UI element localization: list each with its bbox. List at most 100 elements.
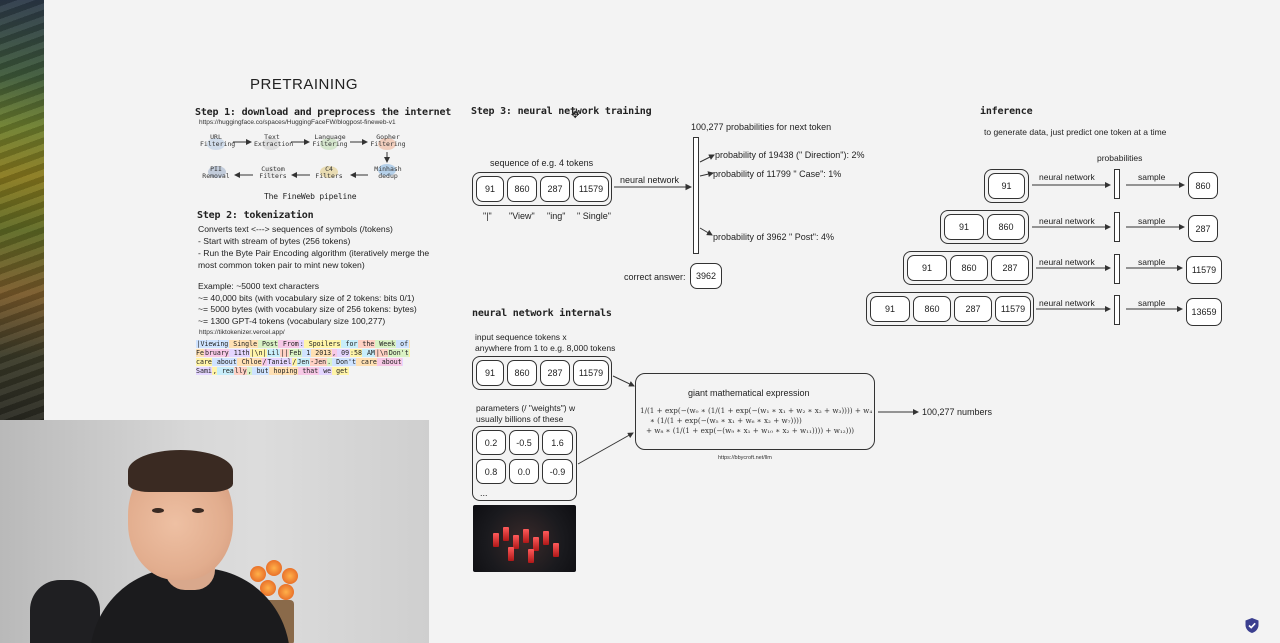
inference-nn-label: neural network — [1039, 298, 1095, 308]
internals-token-group — [472, 356, 612, 390]
nn-label: neural network — [620, 175, 680, 185]
example-line: ~= 40,000 bits (with vocabulary size of … — [198, 292, 415, 303]
weights-group — [472, 426, 577, 501]
token-segment: -Jen — [309, 358, 327, 366]
token-segment: 09 — [336, 349, 350, 357]
correct-answer-label: correct answer: — [624, 272, 686, 282]
inference-nn-label: neural network — [1039, 216, 1095, 226]
input-label-2: anywhere from 1 to e.g. 8,000 tokens — [475, 343, 616, 353]
token-segment: |\n — [375, 349, 389, 357]
gpu-chip-image — [473, 505, 576, 572]
step2-line: most common token pair to mint new token… — [198, 260, 365, 270]
internals-token: 11579 — [573, 360, 609, 386]
token-segment: rea — [217, 367, 235, 375]
weight-value: -0.5 — [509, 430, 539, 455]
token-segment: . — [326, 358, 332, 366]
fineweb-url: https://huggingface.co/spaces/HuggingFac… — [199, 119, 396, 126]
probabilities-title: 100,277 probabilities for next token — [691, 122, 832, 132]
inference-token: 860 — [913, 296, 951, 322]
token-segment: hoping — [269, 367, 298, 375]
token-segment: Single — [228, 340, 258, 348]
inference-prob-bar — [1114, 295, 1120, 325]
internals-heading: neural network internals — [472, 308, 612, 319]
inference-output-token: 13659 — [1186, 298, 1222, 326]
sequence-label: sequence of e.g. 4 tokens — [490, 158, 594, 168]
token-segment: :58 — [349, 349, 363, 357]
token-segment: about — [377, 358, 403, 366]
token-segment: Lil — [267, 349, 280, 357]
example-line: ~= 5000 bytes (with vocabulary size of 2… — [198, 304, 417, 314]
token-segment: 1 — [301, 349, 311, 357]
inference-sample-label: sample — [1138, 216, 1166, 226]
tiktokenizer-url: https://tiktokenizer.vercel.app/ — [199, 329, 285, 336]
step2-line: - Start with stream of bytes (256 tokens… — [198, 236, 351, 246]
weights-ellipsis: ... — [480, 488, 488, 498]
tokenized-text-sample: |Viewing Single Post From: Spoilers for … — [196, 340, 412, 376]
token-segment: the — [357, 340, 375, 348]
url-filter-icon — [207, 138, 225, 150]
cursor-move-icon: ✥ — [571, 110, 580, 121]
c4-filters-icon — [320, 166, 338, 178]
inference-sample-label: sample — [1138, 257, 1166, 267]
step2-line: - Run the Byte Pair Encoding algorithm (… — [198, 248, 430, 258]
token-string: "|" — [483, 211, 492, 221]
inference-token: 91 — [907, 255, 947, 281]
training-token: 11579 — [573, 176, 609, 202]
inference-sample-label: sample — [1138, 298, 1166, 308]
math-expression-line: 1/(1 + exp(−(w₀ ∗ (1/(1 + exp(−(w₁ ∗ x₁ … — [640, 406, 873, 415]
internals-token: 860 — [507, 360, 537, 386]
text-extraction-icon — [262, 138, 280, 150]
inference-token: 91 — [988, 173, 1025, 199]
token-segment: for — [341, 340, 358, 348]
inference-token: 860 — [950, 255, 988, 281]
inference-output-token: 11579 — [1186, 256, 1222, 284]
webcam-overlay — [0, 420, 429, 643]
token-segment: , — [212, 367, 218, 375]
params-label-2: usually billions of these — [476, 414, 564, 424]
inference-nn-label: neural network — [1039, 257, 1095, 267]
internals-arrows — [577, 375, 919, 465]
math-expression-line: + w₈ ∗ (1/(1 + exp(−(w₉ ∗ x₁ + w₁₀ ∗ x₂ … — [646, 426, 855, 435]
step1-heading: Step 1: download and preprocess the inte… — [195, 107, 452, 118]
probability-item: probability of 11799 " Case": 1% — [713, 169, 842, 179]
weight-value: 0.0 — [509, 459, 539, 484]
inference-output-token: 287 — [1188, 215, 1218, 242]
desktop-background-strip — [0, 0, 44, 420]
output-probability-bar — [693, 137, 699, 254]
token-segment: Feb — [288, 349, 302, 357]
language-filter-icon — [320, 138, 338, 150]
token-segment: : — [299, 340, 305, 348]
weight-value: -0.9 — [542, 459, 573, 484]
bbycroft-url: https://bbycroft.net/llm — [718, 455, 772, 461]
token-segment: but — [252, 367, 270, 375]
probability-item: probability of 3962 " Post": 4% — [713, 232, 834, 242]
training-token: 860 — [507, 176, 537, 202]
step2-example: Example: ~5000 text characters ~= 40,000… — [198, 281, 417, 327]
inference-token: 11579 — [995, 296, 1031, 322]
token-segment: Chloe — [237, 358, 263, 366]
token-segment: we — [318, 367, 332, 375]
pipeline-node-7: Custom Filters — [259, 165, 287, 180]
math-expression-line: ∗ (1/(1 + exp(−(w₅ ∗ x₁ + w₆ ∗ x₂ + w₇))… — [650, 416, 802, 425]
inference-row-1-group — [984, 169, 1029, 203]
inference-row-3-group — [903, 251, 1033, 285]
pipeline-arrows — [233, 139, 390, 178]
token-segment: care — [356, 358, 378, 366]
inference-prob-bar — [1114, 254, 1120, 284]
token-segment: , — [331, 349, 337, 357]
slide-title: PRETRAINING — [250, 76, 359, 93]
token-segment: || — [279, 349, 289, 357]
token-segment: / — [291, 358, 297, 366]
inference-heading: inference — [980, 106, 1033, 117]
inference-sample-label: sample — [1138, 172, 1166, 182]
token-segment: AM — [362, 349, 376, 357]
training-token-group — [472, 172, 612, 206]
token-segment: that — [297, 367, 319, 375]
training-arrows — [614, 154, 715, 236]
step3-heading: Step 3: neural network training — [471, 106, 652, 117]
shield-icon — [1245, 618, 1259, 633]
token-segment: Week — [374, 340, 396, 348]
token-string: " Single" — [577, 211, 611, 221]
token-segment: bruary — [204, 349, 230, 357]
weight-value: 1.6 — [542, 430, 573, 455]
